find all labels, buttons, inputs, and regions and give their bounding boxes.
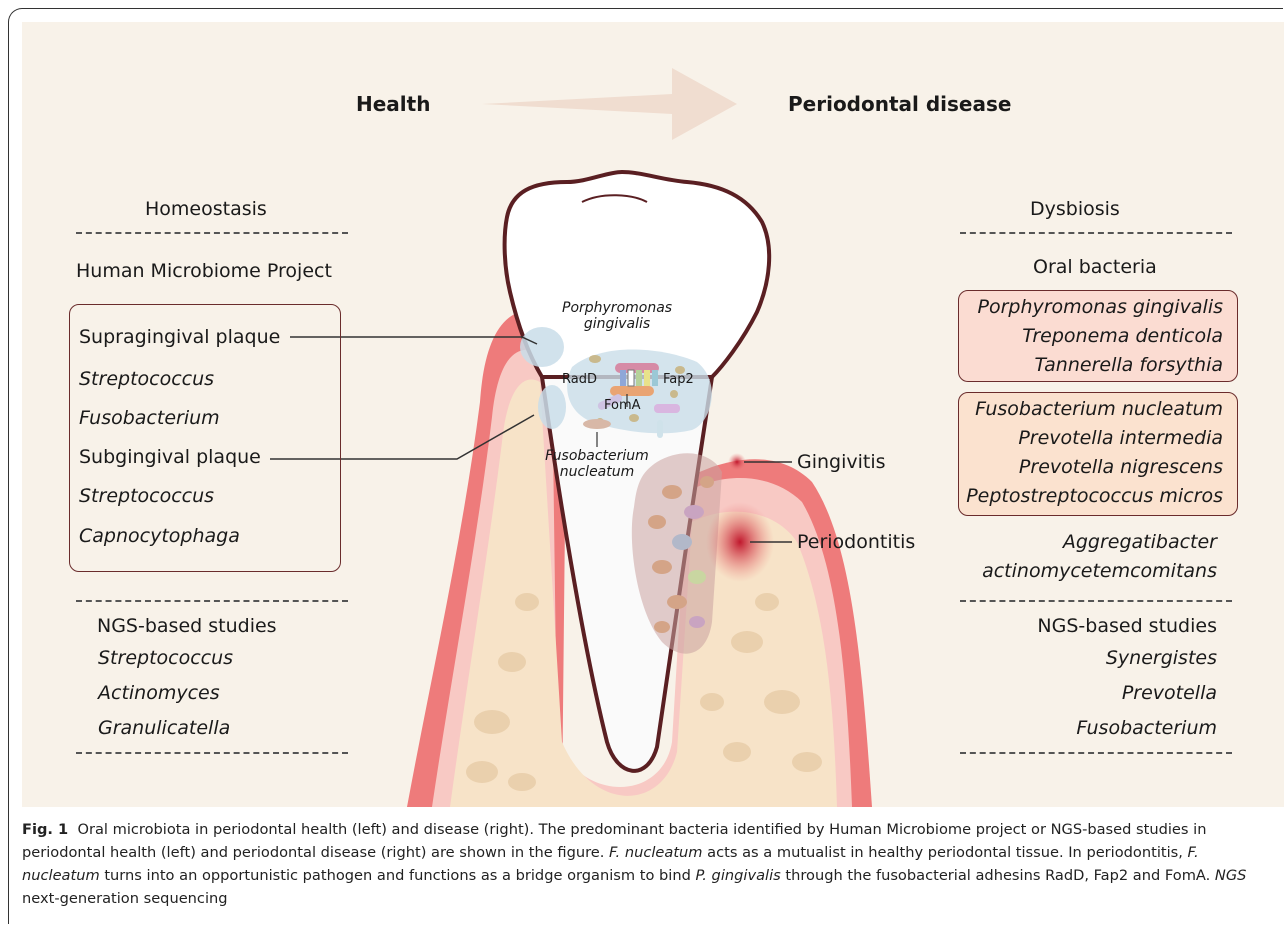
right-divider-bottom [960,752,1232,754]
right-divider-top [960,232,1232,234]
figure-panel: Health Periodontal disease Homeostasis H… [22,22,1284,807]
pg-label-line1: Porphyromonas [562,300,672,316]
left-taxon: Streptococcus [79,485,214,507]
disease-header: Periodontal disease [788,92,1011,116]
fn-label-line2: nucleatum [542,464,652,480]
right-divider-mid [960,600,1232,602]
left-taxon: Streptococcus [79,368,214,390]
right-ngs-taxon: Prevotella [1122,682,1217,704]
fn-bacterium [583,419,611,429]
health-header: Health [356,92,430,116]
caption-abbreviation: NGS [1215,867,1247,884]
pathogen-box-orange: Fusobacterium nucleatum Prevotella inter… [958,392,1238,516]
direction-arrow [482,68,737,140]
gingivitis-spot [728,453,746,471]
left-ngs-taxon: Streptococcus [98,647,233,669]
pg-label: Porphyromonas gingivalis [562,300,672,332]
pathogen-taxon: Peptostreptococcus micros [959,482,1223,511]
pathogen-taxon: Porphyromonas gingivalis [959,293,1223,322]
supragingival-plaque-blob [520,327,564,367]
pg-label-line2: gingivalis [562,316,672,332]
pathogen-taxon: Treponema denticola [959,322,1223,351]
left-divider-top [76,232,348,234]
left-divider-mid [76,600,348,602]
right-ngs-taxon: Fusobacterium [1076,717,1217,739]
caption-text: next-generation sequencing [22,890,228,907]
pathogen-box-red: Porphyromonas gingivalis Treponema denti… [958,290,1238,382]
fap2-label: Fap2 [663,372,694,387]
subgingival-plaque-blob [538,385,566,429]
right-ngs-title: NGS-based studies [1037,615,1217,637]
pathogen-taxon: Prevotella nigrescens [959,453,1223,482]
fn-label: Fusobacterium nucleatum [542,448,652,480]
pathogen-taxon: Prevotella intermedia [959,424,1223,453]
figure-caption: Fig. 1 Oral microbiota in periodontal he… [22,818,1272,910]
periodontitis-label: Periodontitis [797,531,915,553]
figure-number: Fig. 1 [22,821,68,838]
caption-text: through the fusobacterial adhesins RadD,… [781,867,1215,884]
oral-bacteria-label: Oral bacteria [1033,256,1157,278]
right-ngs-taxon: Synergistes [1106,647,1217,669]
left-taxon: Capnocytophaga [79,525,240,547]
caption-species: F. nucleatum [609,844,702,861]
left-taxon: Fusobacterium [79,407,220,429]
dysbiosis-label: Dysbiosis [1030,198,1120,220]
pathogen-taxon: Tannerella forsythia [959,351,1223,380]
left-ngs-title: NGS-based studies [97,615,277,637]
pathogen-taxon: Fusobacterium nucleatum [959,395,1223,424]
left-ngs-taxon: Actinomyces [98,682,220,704]
hmp-label: Human Microbiome Project [76,260,332,282]
gingivitis-label: Gingivitis [797,451,886,473]
fn-label-line1: Fusobacterium [542,448,652,464]
supragingival-label: Supragingival plaque [79,326,280,348]
subgingival-label: Subgingival plaque [79,446,261,468]
left-divider-bottom [76,752,348,754]
caption-text: acts as a mutualist in healthy periodont… [703,844,1188,861]
aggregatibacter-line2: actinomycetemcomitans [982,560,1217,582]
foma-label: FomA [604,398,641,413]
left-ngs-taxon: Granulicatella [98,717,230,739]
homeostasis-label: Homeostasis [145,198,267,220]
caption-species: P. gingivalis [695,867,780,884]
caption-text: turns into an opportunistic pathogen and… [100,867,696,884]
radd-label: RadD [562,372,597,387]
aggregatibacter-line1: Aggregatibacter [1063,531,1217,553]
